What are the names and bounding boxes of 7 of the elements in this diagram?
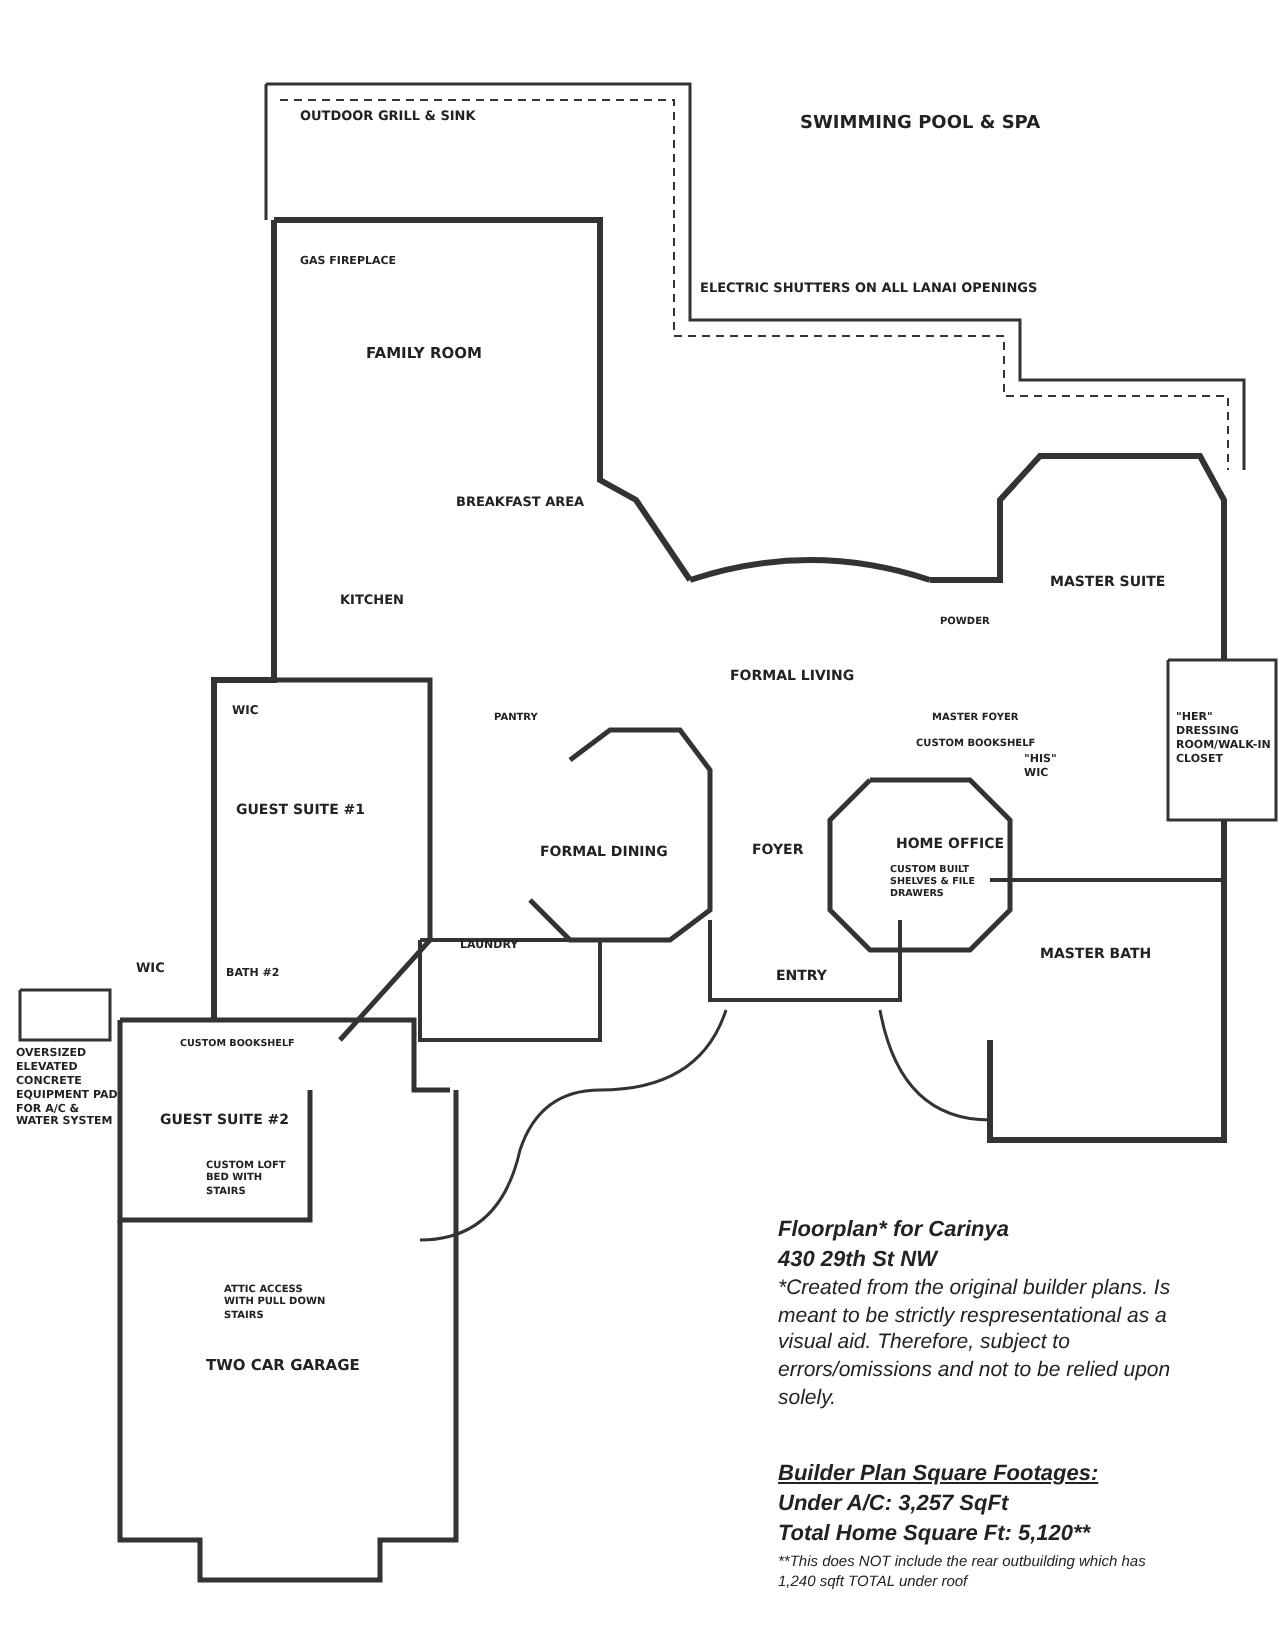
disclaimer-text: *Created from the original builder plans. Is meant to be strictly respresentational as a visual aid. Therefore, subject to errors/omissions and not to be relied upon solely. [778,1276,1173,1413]
room-label: SWIMMING POOL & SPA [800,114,1041,137]
note-heading: 430 29th St NW [778,1246,937,1275]
note-heading: Floorplan* for Carinya [778,1216,1010,1245]
note-heading: Builder Plan Square Footages: [778,1460,1099,1489]
note-heading: Total Home Square Ft: 5,120** [778,1520,1091,1549]
note-heading: Under A/C: 3,257 SqFt [778,1490,1009,1519]
